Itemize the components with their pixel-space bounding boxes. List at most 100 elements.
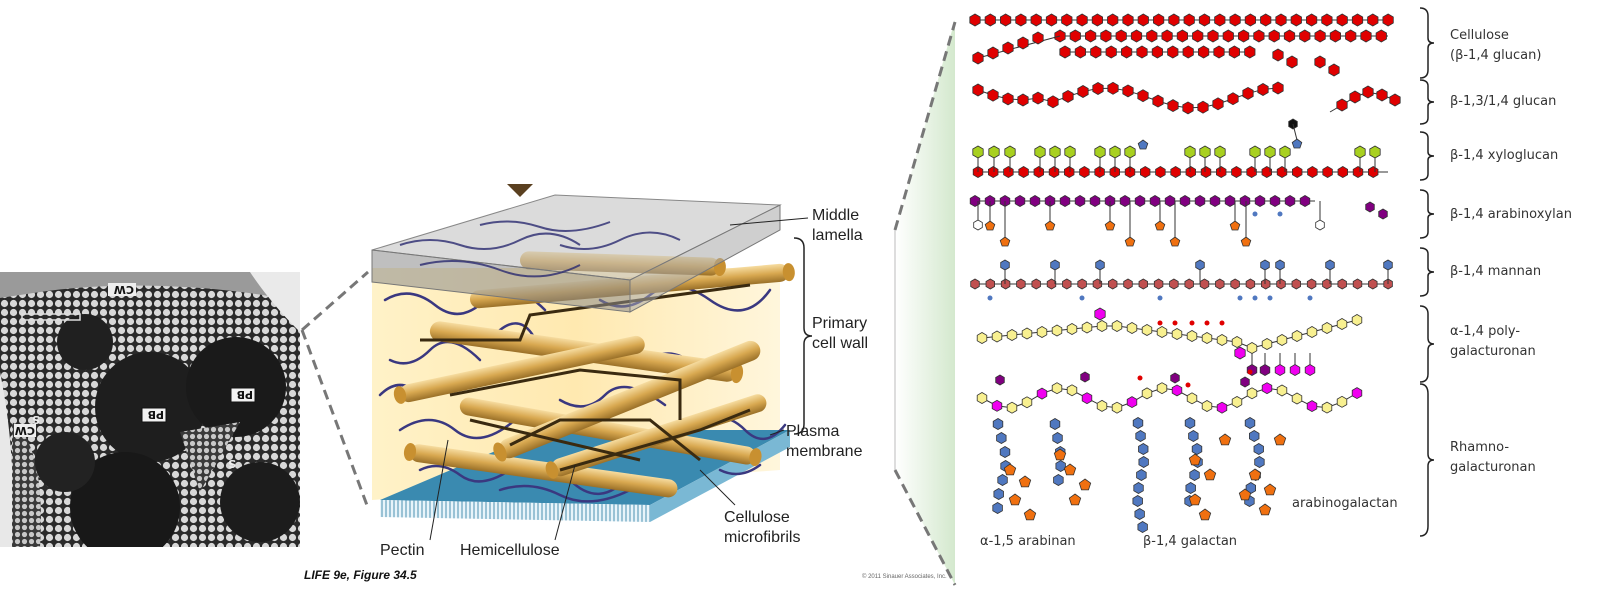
glucose-residue	[1138, 90, 1148, 102]
sugar-residue	[994, 489, 1004, 500]
zoom-funnel	[895, 20, 955, 585]
glucose-residue	[1138, 14, 1148, 26]
glucose-residue	[1003, 42, 1013, 54]
glucose-residue	[988, 89, 998, 101]
galactose-residue	[1196, 260, 1205, 270]
cellulose-line1: Cellulose	[724, 508, 800, 528]
glucose-residue	[1003, 93, 1013, 105]
mannose-residue	[1200, 279, 1209, 289]
rg-residue	[1187, 393, 1197, 404]
galacturonic-residue	[1202, 333, 1212, 344]
rhamnogalacturonan-label: Rhamno- galacturonan	[1450, 438, 1536, 478]
glucose-residue	[1213, 98, 1223, 110]
xylose-residue	[1150, 196, 1160, 207]
sugar-residue	[1290, 365, 1300, 376]
arabinose-residue	[1125, 237, 1135, 246]
xylose-residue	[1355, 146, 1365, 158]
cellulose-label-line2: (β-1,4 glucan)	[1450, 46, 1541, 66]
cellulose-label-line1: Cellulose	[1450, 26, 1541, 46]
glucose-residue	[1093, 83, 1103, 95]
rg-residue	[1022, 397, 1032, 408]
glucose-residue	[1243, 87, 1253, 99]
sugar-residue	[1350, 91, 1360, 103]
mannose-residue	[1307, 279, 1316, 289]
xylose-residue	[1135, 196, 1145, 207]
plasma-membrane-label: Plasma membrane	[786, 422, 862, 462]
rg-residue	[1337, 396, 1347, 407]
galacturonic-residue	[1067, 324, 1077, 335]
sugar-residue	[1287, 56, 1297, 68]
polygalacturonan-line1: α-1,4 poly-	[1450, 322, 1536, 342]
xylose-residue	[1225, 196, 1235, 207]
sugar-residue	[1379, 209, 1388, 219]
glucose-residue	[1368, 14, 1378, 26]
arabinose-residue	[1204, 469, 1215, 480]
rg-residue	[1232, 397, 1242, 408]
glucose-residue	[1184, 14, 1194, 26]
galacturonic-residue	[992, 331, 1002, 342]
rg-residue	[1277, 385, 1287, 396]
glucose-residue	[1092, 14, 1102, 26]
galacturonic-residue	[1142, 325, 1152, 336]
sugar-residue	[1273, 49, 1283, 61]
arabinose-residue	[1009, 494, 1020, 505]
galacturonic-residue	[1112, 321, 1122, 332]
glucose-residue	[1208, 30, 1218, 42]
pentose-residue	[1138, 140, 1148, 149]
galacturonic-residue	[1322, 323, 1332, 334]
glucose-residue	[1177, 30, 1187, 42]
xylose-residue	[1210, 196, 1220, 207]
glucose-residue	[1198, 46, 1208, 58]
glucose-residue	[1049, 167, 1059, 178]
sugar-residue	[1260, 365, 1270, 376]
glucose-residue	[1229, 46, 1239, 58]
sugar-residue	[996, 375, 1005, 385]
glucose-residue	[1199, 14, 1209, 26]
arabinose-residue	[1024, 509, 1035, 520]
glucose-residue	[1269, 30, 1279, 42]
mannose-residue	[1108, 279, 1117, 289]
mannose-residue	[1216, 279, 1225, 289]
rhamnogalacturonan-line1: Rhamno-	[1450, 438, 1536, 458]
glucose-residue	[1323, 167, 1333, 178]
glucose-residue	[988, 47, 998, 59]
glucose-residue	[1060, 46, 1070, 58]
sugar-residue	[993, 503, 1003, 514]
rg-residue	[1097, 400, 1107, 411]
xylose-residue	[1090, 196, 1100, 207]
glucose-residue	[1193, 30, 1203, 42]
glucose-residue	[1315, 30, 1325, 42]
glucose-residue	[1306, 14, 1316, 26]
sugar-residue	[1139, 457, 1149, 468]
sugar-residue	[1138, 522, 1148, 533]
sugar-residue	[998, 475, 1008, 486]
glucose-residue	[1162, 30, 1172, 42]
sugar-residue	[1254, 444, 1264, 455]
primary-wall-bracket	[794, 238, 812, 434]
mannan-label: β-1,4 mannan	[1450, 262, 1541, 282]
glucose-residue	[1376, 30, 1386, 42]
glucose-residue	[1353, 167, 1363, 178]
galactan-label: β-1,4 galactan	[1143, 532, 1237, 552]
glucose-residue	[1031, 14, 1041, 26]
galacturonic-residue	[1127, 323, 1137, 334]
xylose-residue	[1250, 146, 1260, 158]
glucose-residue	[1214, 46, 1224, 58]
sugar-residue	[1190, 470, 1200, 481]
glucose-residue	[1064, 167, 1074, 178]
rg-residue	[1262, 383, 1272, 394]
sugar-residue	[1054, 475, 1064, 486]
arabinose-residue	[1064, 464, 1075, 475]
glucose-residue	[1330, 30, 1340, 42]
galactose-residue	[1261, 260, 1270, 270]
xylose-residue	[1255, 196, 1265, 207]
xylose-residue	[973, 146, 983, 158]
sugar-residue	[1305, 365, 1315, 376]
glucose-residue	[1018, 94, 1028, 106]
glucose-residue	[1261, 14, 1271, 26]
glucose-residue	[1230, 14, 1240, 26]
glucose-residue	[1308, 167, 1318, 178]
glucose-residue	[988, 167, 998, 178]
plasma-membrane-line1: Plasma	[786, 422, 862, 442]
xylose-residue	[1300, 196, 1310, 207]
